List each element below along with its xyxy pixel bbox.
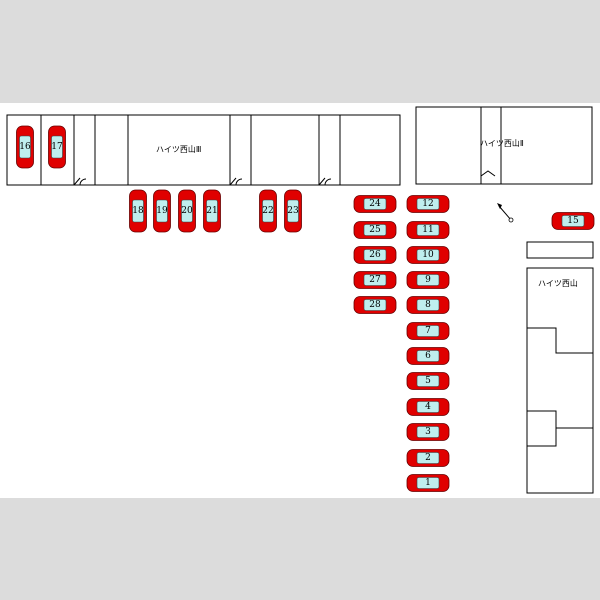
car-12: 12	[406, 195, 450, 213]
car-number-label: 15	[567, 216, 579, 226]
car-number-label: 22	[262, 206, 273, 216]
car-number-label: 27	[369, 275, 381, 285]
car-number-label: 8	[425, 300, 431, 310]
car-25: 25	[353, 221, 397, 239]
building-row-outline	[6, 114, 401, 186]
car-1: 1	[406, 474, 450, 492]
car-26: 26	[353, 246, 397, 264]
car-17: 17	[48, 125, 66, 169]
car-18: 18	[129, 189, 147, 233]
car-7: 7	[406, 322, 450, 340]
car-number-label: 17	[51, 142, 63, 152]
building-nishiyama-outline	[526, 267, 594, 494]
building-row-left: ハイツ西山Ⅲ	[6, 114, 401, 186]
car-20: 20	[178, 189, 196, 233]
car-number-label: 3	[425, 427, 431, 437]
car-number-label: 2	[425, 453, 431, 463]
car-2: 2	[406, 449, 450, 467]
car-number-label: 4	[425, 402, 431, 412]
car-21: 21	[203, 189, 221, 233]
car-number-label: 20	[181, 206, 193, 216]
car-number-label: 7	[425, 326, 431, 336]
building-nishiyama-2: ハイツ西山Ⅱ	[415, 106, 593, 185]
car-11: 11	[406, 221, 450, 239]
car-number-label: 16	[19, 142, 31, 152]
car-4: 4	[406, 398, 450, 416]
car-number-label: 21	[206, 206, 217, 216]
car-8: 8	[406, 296, 450, 314]
building-label-nishiyama: ハイツ西山	[538, 278, 578, 288]
building-nishiyama: ハイツ西山	[526, 267, 594, 494]
car-22: 22	[259, 189, 277, 233]
car-number-label: 12	[422, 199, 433, 209]
car-10: 10	[406, 246, 450, 264]
car-24: 24	[353, 195, 397, 213]
north-arrow-icon	[497, 203, 514, 223]
car-19: 19	[153, 189, 171, 233]
car-number-label: 19	[156, 206, 168, 216]
car-27: 27	[353, 271, 397, 289]
building-label-nishiyama-3: ハイツ西山Ⅲ	[156, 144, 201, 154]
car-number-label: 9	[425, 275, 431, 285]
car-number-label: 23	[287, 206, 299, 216]
car-16: 16	[16, 125, 34, 169]
car-15: 15	[551, 212, 595, 230]
car-3: 3	[406, 423, 450, 441]
small-structure	[526, 241, 594, 259]
car-number-label: 26	[369, 250, 381, 260]
car-number-label: 5	[425, 376, 431, 386]
car-23: 23	[284, 189, 302, 233]
car-number-label: 24	[369, 199, 381, 209]
car-number-label: 28	[369, 300, 381, 310]
car-number-label: 10	[422, 250, 434, 260]
car-6: 6	[406, 347, 450, 365]
car-number-label: 18	[132, 206, 144, 216]
building-nishiyama-2-outline	[415, 106, 593, 185]
car-9: 9	[406, 271, 450, 289]
car-number-label: 1	[425, 478, 431, 488]
car-28: 28	[353, 296, 397, 314]
car-number-label: 11	[422, 225, 433, 235]
building-label-nishiyama-2: ハイツ西山Ⅱ	[480, 138, 524, 148]
car-number-label: 6	[425, 351, 431, 361]
car-5: 5	[406, 372, 450, 390]
car-number-label: 25	[369, 225, 381, 235]
